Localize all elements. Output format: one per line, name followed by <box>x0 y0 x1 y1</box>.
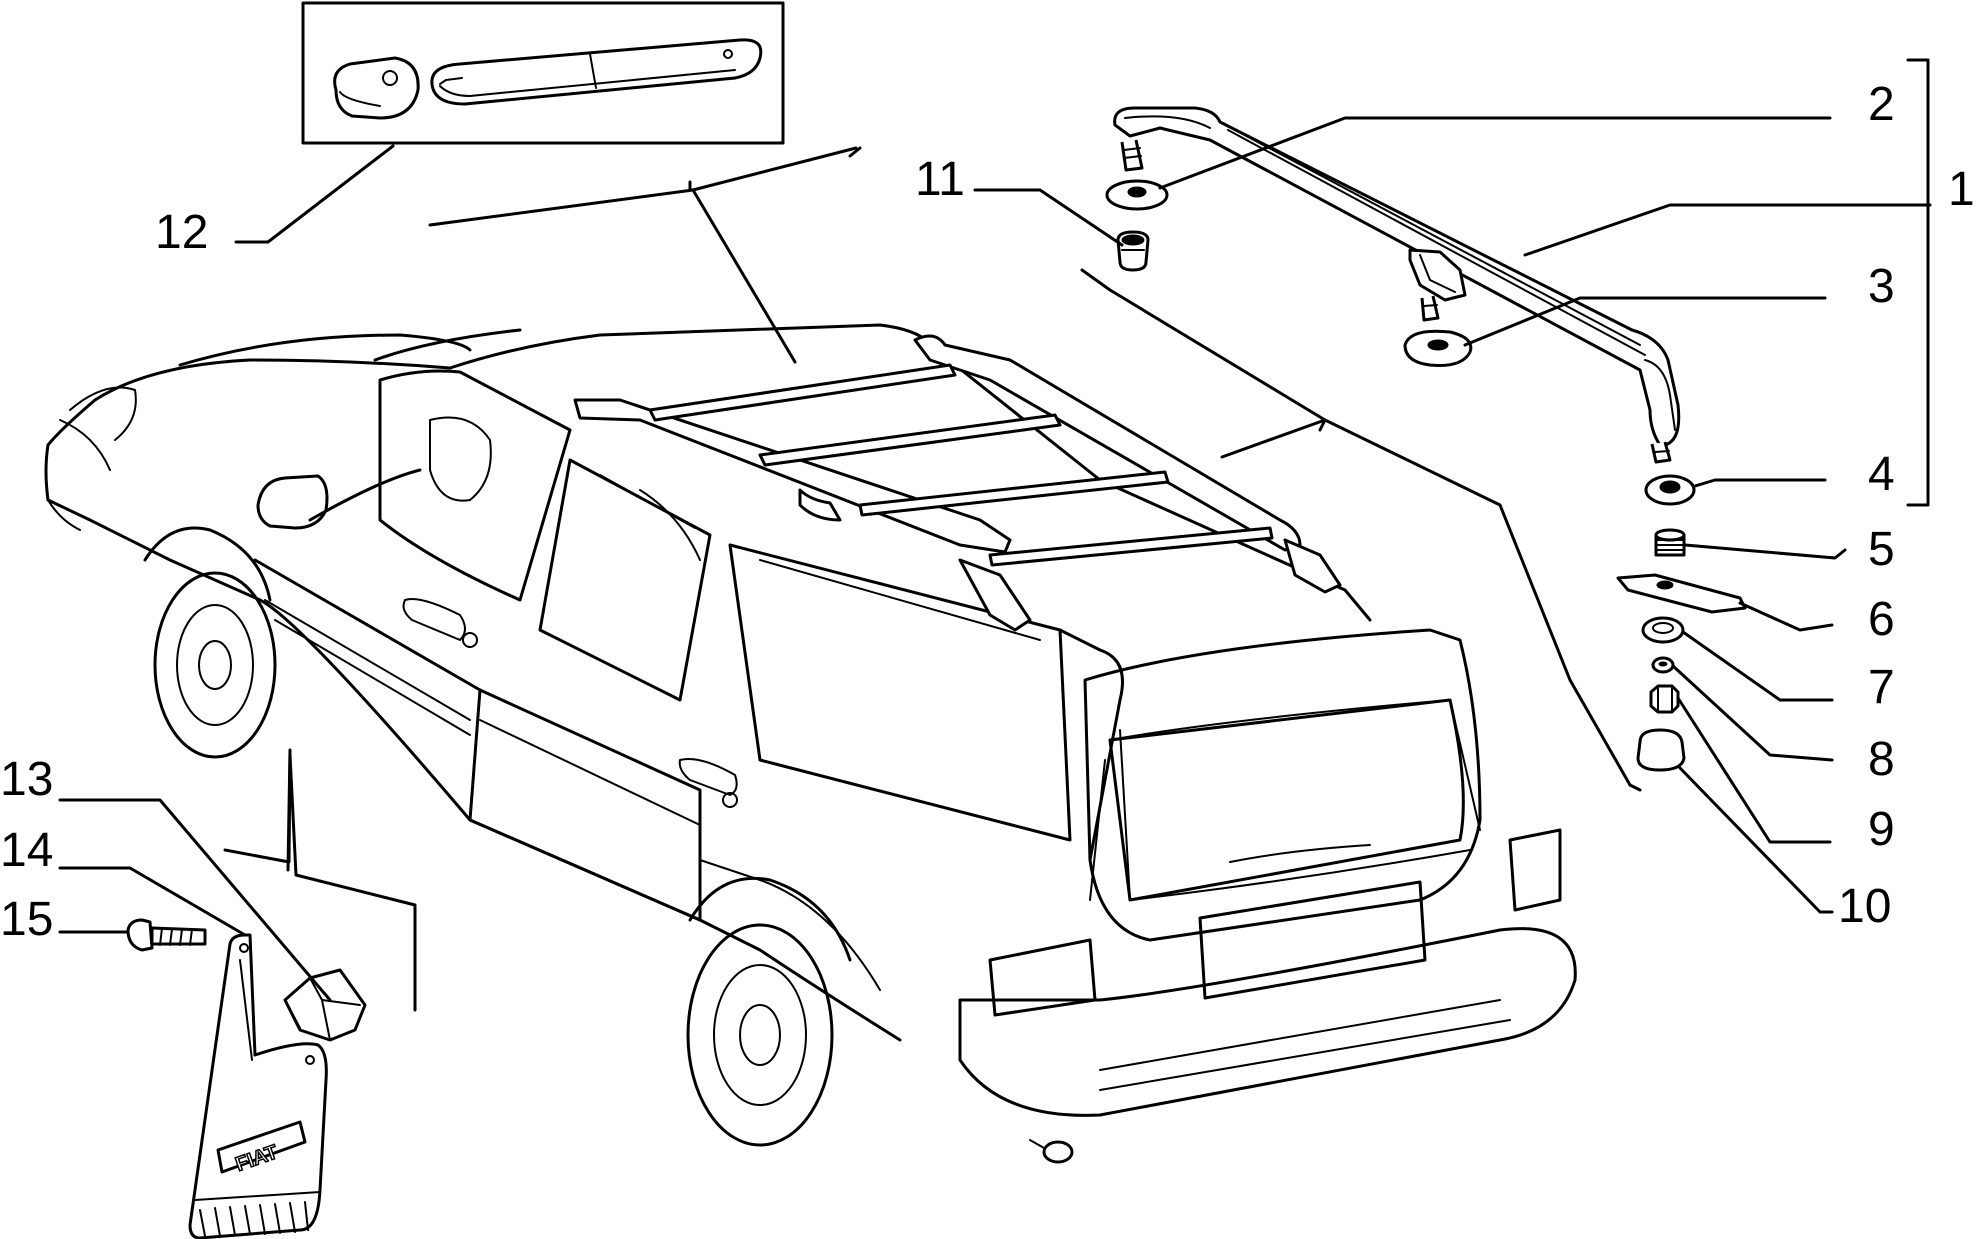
callout-3: 3 <box>1868 260 1895 313</box>
part-6-bracket <box>1616 573 1747 614</box>
callout-14: 14 <box>0 824 53 877</box>
part-14-mud-flap: FIAT <box>188 933 328 1239</box>
callout-13: 13 <box>0 753 53 806</box>
callout-7: 7 <box>1868 661 1895 714</box>
part-7-washer <box>1641 616 1685 644</box>
part-8-washer <box>1651 656 1675 674</box>
part-11-bushing <box>1116 230 1150 272</box>
station-wagon-car <box>44 323 1577 1164</box>
callout-leaders-right <box>973 116 1932 914</box>
callout-5: 5 <box>1868 523 1895 576</box>
callout-8: 8 <box>1868 733 1895 786</box>
callout-10: 10 <box>1838 880 1891 933</box>
part-4-washer <box>1644 474 1696 506</box>
callout-2: 2 <box>1868 78 1895 131</box>
bracket-1 <box>1906 58 1930 507</box>
roof-rails-installed <box>573 334 1342 632</box>
callout-4: 4 <box>1868 448 1895 501</box>
part-13-clip <box>283 968 367 1042</box>
assembly-guide-lines <box>223 146 1642 1012</box>
callout-9: 9 <box>1868 803 1895 856</box>
callout-12: 12 <box>155 206 208 259</box>
callout-leaders-left <box>58 798 332 1002</box>
part-15-screw <box>126 918 207 952</box>
part-5-spring <box>1654 528 1686 557</box>
callout-11: 11 <box>915 153 965 206</box>
part-9-nut <box>1649 684 1680 714</box>
leader-12: 12 <box>155 144 395 259</box>
callout-1: 1 <box>1948 163 1975 216</box>
callout-15: 15 <box>0 893 53 946</box>
callout-6: 6 <box>1868 593 1895 646</box>
roof-rail-exploded <box>1113 106 1681 464</box>
part-2-washer <box>1105 179 1169 211</box>
part-10-cap <box>1636 728 1686 772</box>
part-3-washer <box>1403 329 1473 367</box>
inset-box-roof-rail-covers <box>301 1 785 145</box>
